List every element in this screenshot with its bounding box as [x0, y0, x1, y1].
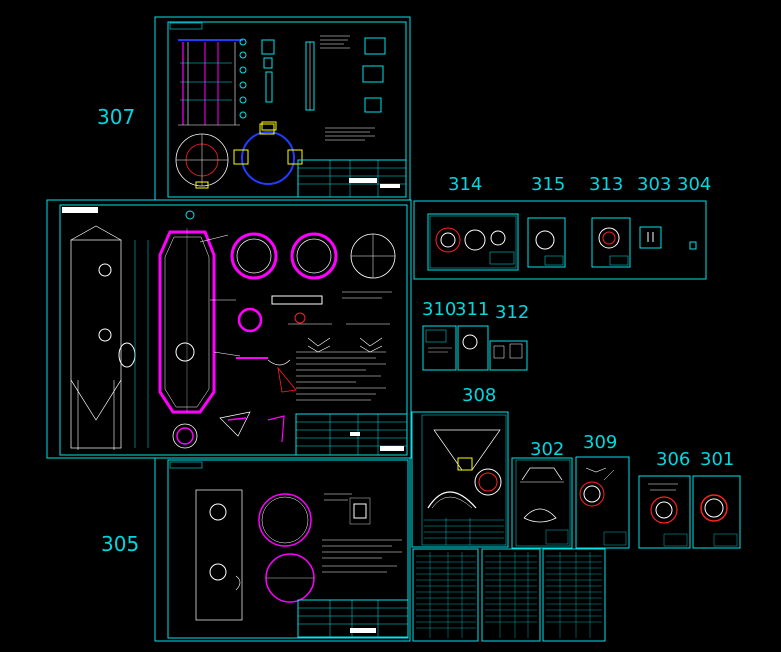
sheet-302[interactable] — [511, 457, 573, 549]
label-303: 303 — [637, 174, 672, 195]
label-309: 309 — [583, 432, 618, 453]
sheet-308[interactable] — [411, 411, 509, 548]
sheet-301[interactable] — [692, 475, 741, 549]
label-314: 314 — [448, 174, 483, 195]
sheet-main-assembly[interactable] — [46, 199, 412, 459]
label-312: 312 — [495, 302, 530, 323]
label-311: 311 — [455, 299, 490, 320]
material-tables[interactable] — [412, 548, 606, 642]
sheet-306[interactable] — [638, 475, 691, 549]
label-307: 307 — [97, 105, 136, 129]
label-301: 301 — [700, 449, 735, 470]
label-315: 315 — [531, 174, 566, 195]
label-302: 302 — [530, 439, 565, 460]
label-304: 304 — [677, 174, 712, 195]
label-308: 308 — [462, 385, 497, 406]
sheet-307[interactable] — [154, 16, 411, 201]
sheet-309[interactable] — [575, 456, 630, 549]
sheet-305[interactable] — [154, 457, 411, 642]
label-305: 305 — [101, 532, 140, 556]
label-310: 310 — [422, 299, 457, 320]
label-313: 313 — [589, 174, 624, 195]
sheet-group-314-304[interactable] — [413, 200, 707, 280]
label-306: 306 — [656, 449, 691, 470]
sheet-group-310-312[interactable] — [422, 325, 528, 371]
